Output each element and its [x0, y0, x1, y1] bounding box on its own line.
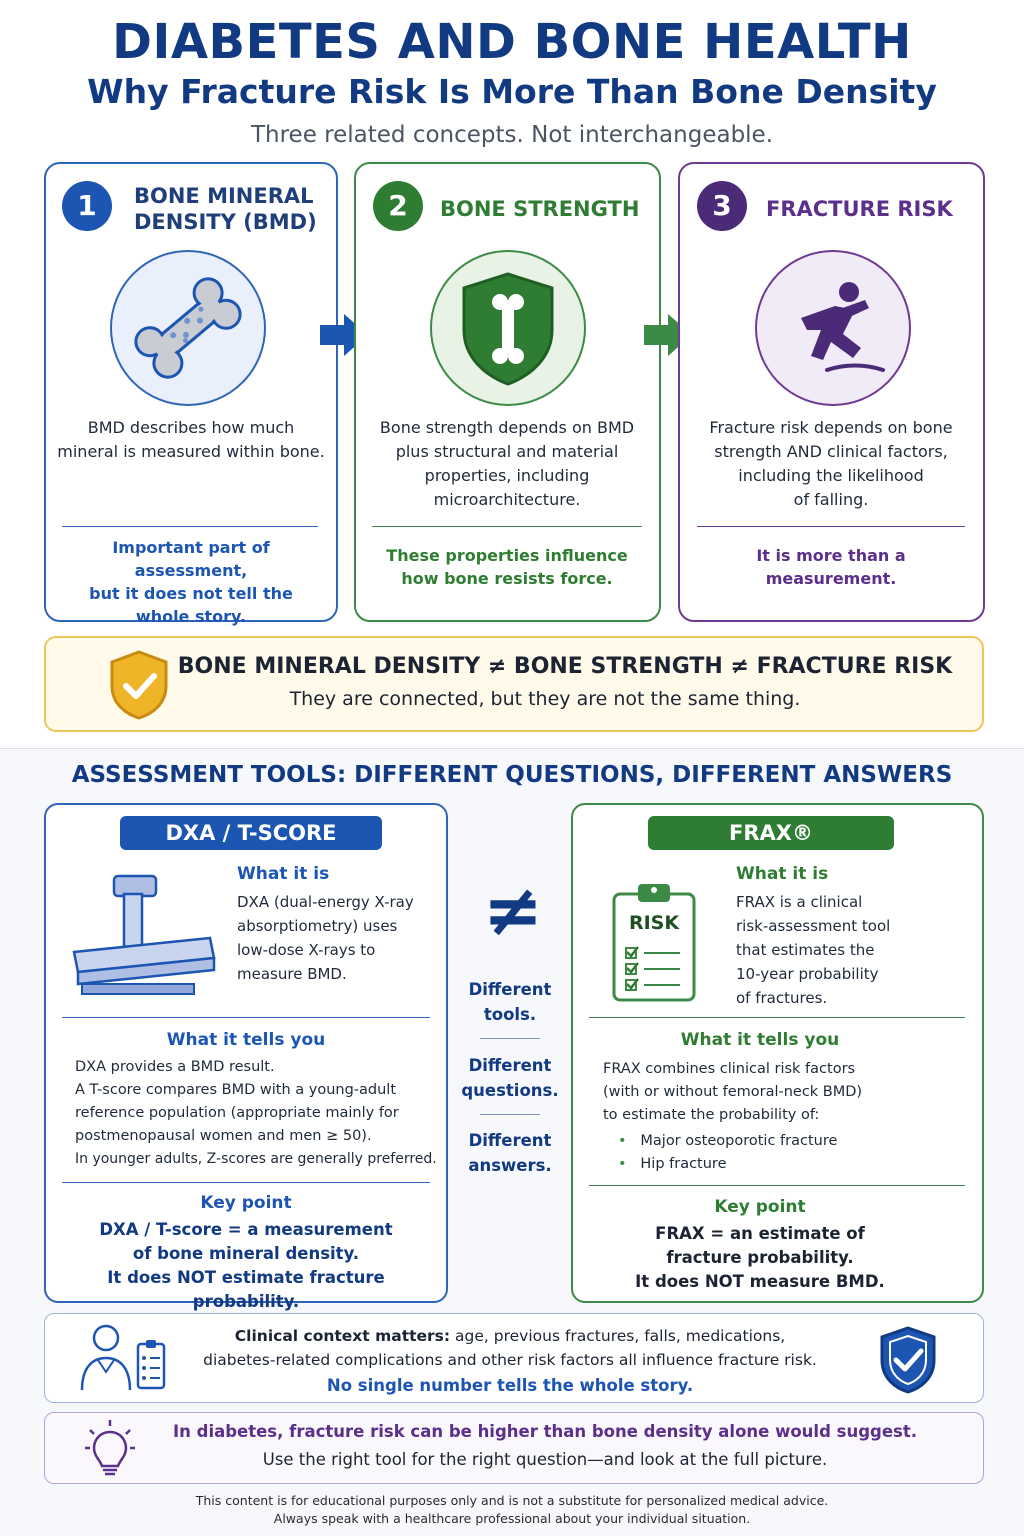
dxa-key-text: DXA / T-score = a measurement of bone mi…: [99, 1220, 393, 1311]
section-title: ASSESSMENT TOOLS: DIFFERENT QUESTIONS, D…: [71, 762, 953, 788]
risk-label: RISK: [628, 912, 680, 934]
disclaimer: This content is for educational purposes…: [195, 1493, 829, 1526]
page-title: DIABETES AND BONE HEALTH: [112, 14, 912, 70]
equation-banner: [44, 636, 984, 732]
tagline: Three related concepts. Not interchangea…: [250, 122, 774, 148]
divider: [62, 526, 318, 527]
dxa-what-heading: What it is: [237, 864, 330, 884]
divider: [62, 1182, 430, 1183]
equation-subtext: They are connected, but they are not the…: [289, 688, 801, 710]
equation-line: BONE MINERAL DENSITY ≠ BONE STRENGTH ≠ F…: [177, 654, 953, 679]
concept-desc-bone-strength: Bone strength depends on BMD plus struct…: [379, 418, 635, 509]
dxa-key-heading: Key point: [200, 1193, 292, 1213]
concept-title-bmd: BONE MINERAL DENSITY (BMD): [134, 184, 317, 234]
divider: [372, 526, 642, 527]
concept-number-3: 3: [697, 181, 747, 231]
frax-label: FRAX®: [648, 816, 894, 850]
shield-bone-icon: [430, 250, 586, 406]
divider: [480, 1114, 540, 1115]
bone-icon: [110, 250, 266, 406]
frax-tells-heading: What it tells you: [680, 1030, 840, 1050]
page-subtitle: Why Fracture Risk Is More Than Bone Dens…: [87, 72, 937, 111]
list-item: • Hip fracture: [618, 1156, 727, 1172]
divider: [589, 1185, 965, 1186]
divider: [589, 1017, 965, 1018]
frax-key-text: FRAX = an estimate of fracture probabili…: [635, 1224, 885, 1291]
divider: [480, 1038, 540, 1039]
frax-what-heading: What it is: [736, 864, 829, 884]
frax-what-text: FRAX is a clinical risk-assessment tool …: [736, 893, 891, 1007]
concept-foot-fracture-risk: It is more than a measurement.: [756, 546, 906, 588]
middle-different-questions: Different questions.: [461, 1056, 559, 1100]
concept-number-2: 2: [373, 181, 423, 231]
tool-card-dxa: [44, 803, 448, 1303]
falling-person-icon: [755, 250, 911, 406]
dxa-tells-heading: What it tells you: [166, 1030, 326, 1050]
shield-check-icon: [110, 650, 168, 720]
tip-text: Use the right tool for the right questio…: [262, 1450, 828, 1469]
tip-headline: In diabetes, fracture risk can be higher…: [173, 1422, 917, 1441]
middle-different-answers: Different answers.: [468, 1131, 552, 1175]
shield-check-icon: [880, 1326, 936, 1394]
doctor-checklist-icon: [80, 1324, 166, 1391]
lightbulb-icon: [85, 1420, 135, 1476]
dxa-scanner-icon: [72, 874, 216, 995]
concept-desc-fracture-risk: Fracture risk depends on bone strength A…: [709, 418, 953, 509]
tip-box: [44, 1412, 984, 1484]
not-equal-icon: ≠: [482, 868, 544, 952]
frax-tells-text: FRAX combines clinical risk factors (wit…: [603, 1061, 863, 1123]
context-text: Clinical context matters: age, previous …: [203, 1327, 817, 1395]
divider: [697, 526, 965, 527]
concept-title-fracture-risk: FRACTURE RISK: [766, 197, 953, 221]
frax-key-heading: Key point: [714, 1197, 806, 1217]
list-item: • Major osteoporotic fracture: [618, 1133, 838, 1149]
concept-foot-bone-strength: These properties influence how bone resi…: [386, 546, 628, 588]
concept-desc-bmd: BMD describes how much mineral is measur…: [57, 418, 325, 461]
concept-foot-bmd: Important part of assessment, but it doe…: [89, 538, 293, 626]
frax-bullet-list: • Major osteoporotic fracture • Hip frac…: [618, 1130, 958, 1176]
clipboard-icon: [612, 884, 696, 1002]
clinical-context-box: [44, 1313, 984, 1403]
middle-different-tools: Different tools.: [468, 980, 552, 1024]
concept-title-bone-strength: BONE STRENGTH: [440, 197, 640, 221]
divider: [62, 1017, 430, 1018]
concept-number-1: 1: [62, 181, 112, 231]
dxa-tells-text: DXA provides a BMD result. A T-score com…: [75, 1059, 437, 1167]
dxa-label: DXA / T-SCORE: [120, 816, 382, 850]
dxa-what-text: DXA (dual-energy X-ray absorptiometry) u…: [237, 893, 414, 983]
